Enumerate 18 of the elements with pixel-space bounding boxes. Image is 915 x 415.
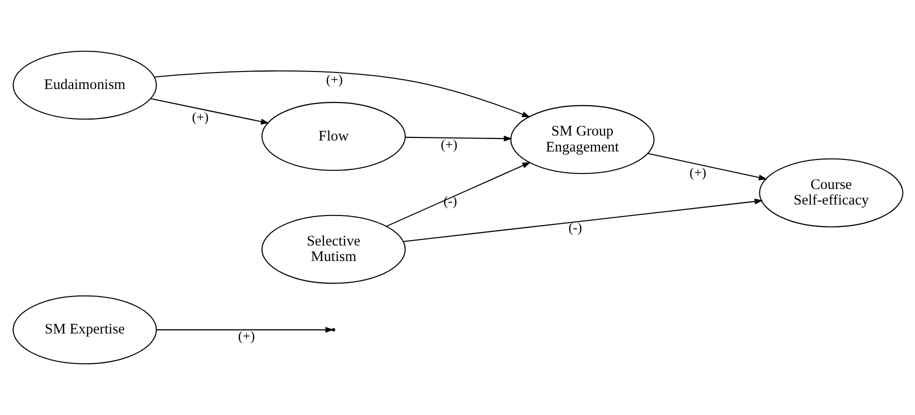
- edge-label: (+): [440, 136, 457, 152]
- arrow: [154, 70, 530, 118]
- node-ellipse: Selective Mutism: [260, 214, 406, 284]
- edge-label: (-): [568, 220, 582, 235]
- edge-label: (+): [689, 165, 706, 180]
- node-ellipse: SM Expertise: [12, 295, 156, 364]
- node-ellipse: Eudaimonism: [12, 50, 156, 120]
- arrow: [156, 326, 334, 333]
- edge-label: (+): [326, 72, 342, 87]
- arrow: [647, 152, 767, 180]
- edge-label: (-): [443, 193, 457, 208]
- edge-label: (+): [191, 110, 208, 125]
- arrow: [404, 136, 512, 142]
- arrow: [150, 98, 269, 124]
- edge-label: (+): [238, 328, 254, 344]
- arrow: [386, 162, 530, 227]
- node-ellipse: SM Group Engagement: [510, 105, 654, 174]
- arrow: [402, 198, 763, 242]
